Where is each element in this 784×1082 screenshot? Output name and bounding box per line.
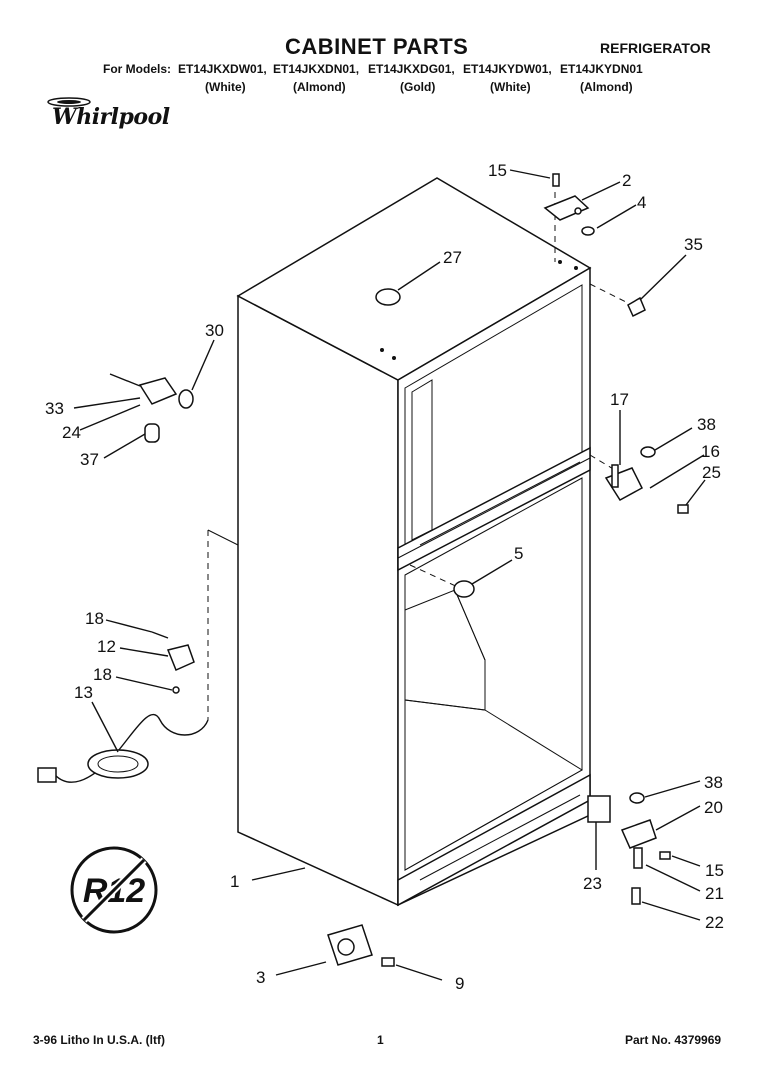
appliance-category: REFRIGERATOR xyxy=(600,40,711,56)
callout-number: 5 xyxy=(514,544,523,563)
callout-number: 33 xyxy=(45,399,64,418)
callout-number: 22 xyxy=(705,913,724,932)
brand-logo-swoosh-icon xyxy=(47,97,91,107)
no-r12-refrigerant-icon: R12 xyxy=(70,846,158,934)
model-finish: (Almond) xyxy=(293,80,346,94)
model-finish: (White) xyxy=(490,80,531,94)
model-finish: (White) xyxy=(205,80,246,94)
callout-number: 15 xyxy=(488,161,507,180)
model-finish: (Almond) xyxy=(580,80,633,94)
model-number: ET14JKXDN01, xyxy=(273,62,360,76)
model-number: ET14JKYDN01 xyxy=(560,62,643,76)
callout-number: 24 xyxy=(62,423,81,442)
callout-number: 20 xyxy=(704,798,723,817)
part-number: Part No. 4379969 xyxy=(625,1033,722,1047)
callout-number: 16 xyxy=(701,442,720,461)
callout-number: 18 xyxy=(93,665,112,684)
callout-number: 12 xyxy=(97,637,116,656)
callout-number: 9 xyxy=(455,974,464,993)
callout-number: 15 xyxy=(705,861,724,880)
print-info: 3-96 Litho In U.S.A. (ltf) xyxy=(33,1033,165,1047)
callout-number: 3 xyxy=(256,968,265,987)
page-title: CABINET PARTS xyxy=(285,34,469,59)
callout-labels: 15 2 4 35 27 30 33 24 37 17 38 16 25 5 1… xyxy=(45,161,724,993)
callout-number: 2 xyxy=(622,171,631,190)
callout-number: 18 xyxy=(85,609,104,628)
cabinet-body xyxy=(236,177,592,907)
callout-number: 4 xyxy=(637,193,646,212)
callout-number: 21 xyxy=(705,884,724,903)
model-number: ET14JKXDG01, xyxy=(368,62,455,76)
callout-number: 37 xyxy=(80,450,99,469)
callout-number: 25 xyxy=(702,463,721,482)
callout-number: 1 xyxy=(230,872,239,891)
callout-number: 13 xyxy=(74,683,93,702)
model-number: ET14JKXDW01, xyxy=(178,62,267,76)
brand-logo: Whirlpool xyxy=(52,104,170,130)
model-finish: (Gold) xyxy=(400,80,436,94)
callout-number: 23 xyxy=(583,874,602,893)
callout-number: 30 xyxy=(205,321,224,340)
callout-number: 38 xyxy=(697,415,716,434)
callout-number: 27 xyxy=(443,248,462,267)
callout-number: 17 xyxy=(610,390,629,409)
callout-number: 35 xyxy=(684,235,703,254)
models-prefix: For Models: xyxy=(103,62,171,76)
page-number: 1 xyxy=(377,1033,384,1047)
model-number: ET14JKYDW01, xyxy=(463,62,552,76)
callout-number: 38 xyxy=(704,773,723,792)
